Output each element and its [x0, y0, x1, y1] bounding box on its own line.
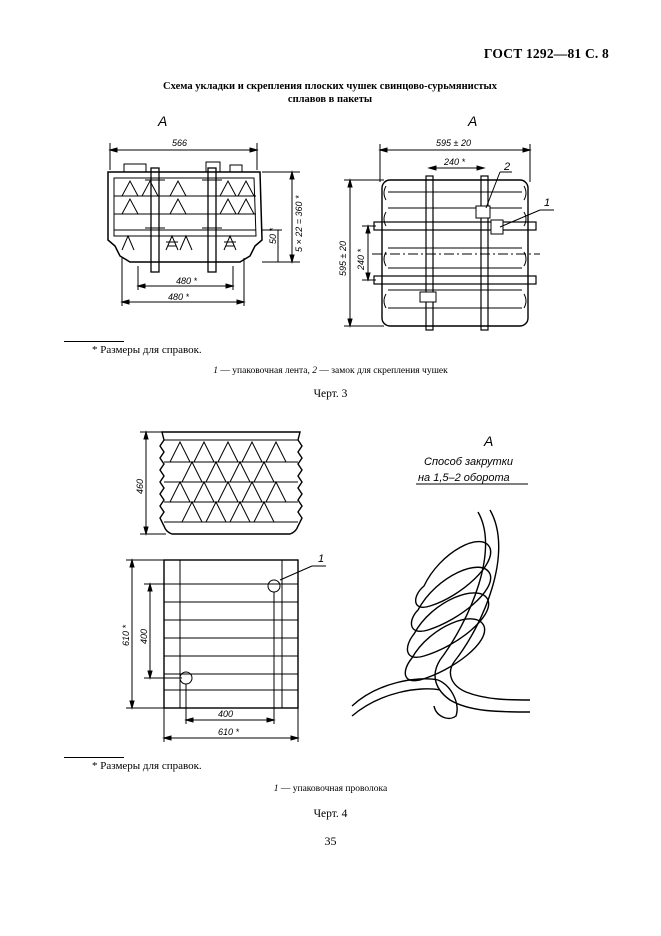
fig4-note-line-2: на 1,5–2 оборота — [418, 472, 510, 484]
title-line-1: Схема укладки и скрепления плоских чушек… — [163, 81, 497, 92]
fig3-footnote: * Размеры для справок. — [92, 344, 202, 356]
fig4-legend-text1: — упаковочная проволока — [278, 784, 388, 794]
fig3-dim-595h: 595 ± 20 — [338, 241, 348, 276]
title-line-2: сплавов в пакеты — [287, 94, 373, 105]
fig3-legend-text1: — упаковочная лента, — [218, 366, 313, 376]
fig4-dim-610w: 610 * — [218, 727, 240, 737]
fig4-dim-610h: 610 * — [121, 624, 131, 646]
fig4-callout-1: 1 — [318, 553, 324, 565]
page-title: Схема укладки и скрепления плоских чушек… — [120, 80, 540, 106]
fig3-left-view: А 566 50 * 5 × 22 = 360 — [107, 113, 304, 306]
fig3-dim-240w: 240 * — [443, 157, 466, 167]
fig4-view-letter: А — [483, 433, 493, 449]
fig3-left-view-letter: А — [157, 113, 167, 129]
fig4-legend: 1 — упаковочная проволока — [0, 784, 661, 794]
fig4-dim-460: 460 — [135, 479, 145, 494]
fig4-side-view: 460 — [135, 430, 303, 536]
fig3-legend: 1 — упаковочная лента, 2 — замок для скр… — [0, 366, 661, 376]
fig3-legend-num1: 1 — [213, 366, 219, 376]
fig3-callout-1: 1 — [544, 197, 550, 209]
fig3-dim-240h: 240 * — [356, 248, 366, 271]
fig4-footnote-rule — [64, 757, 124, 758]
fig3-callout-2: 2 — [503, 161, 510, 173]
fig4-legend-num1: 1 — [273, 784, 279, 794]
fig4-note-line-1: Способ закрутки — [424, 456, 513, 468]
fig4-dim-400w: 400 — [218, 709, 233, 719]
fig3-dim-5x22: 5 × 22 = 360 * — [294, 195, 304, 252]
fig3-legend-num2: 2 — [312, 366, 317, 376]
page-number: 35 — [324, 834, 337, 848]
fig3-right-view: А 595 ± 20 240 * 2 1 — [338, 113, 554, 331]
fig4-footnote: * Размеры для справок. — [92, 760, 202, 772]
fig3-dim-50: 50 * — [268, 227, 278, 244]
fig4-dim-400h: 400 — [139, 629, 149, 644]
fig3-dim-595w: 595 ± 20 — [436, 138, 471, 148]
fig4-caption: Черт. 4 — [313, 808, 348, 820]
standard-header: ГОСТ 1292—81 С. 8 — [483, 46, 609, 61]
fig3-right-view-letter: А — [467, 113, 477, 129]
fig3-legend-text2: — замок для скрепления чушек — [317, 366, 448, 376]
fig4-wire-twist-view: А Способ закрутки на 1,5–2 оборота — [351, 433, 531, 720]
fig4-plan-view: 1 610 * 400 400 610 * — [121, 553, 326, 742]
fig3-dim-566: 566 — [172, 138, 187, 148]
fig3-dim-480a: 480 * — [176, 276, 198, 286]
fig3-footnote-rule — [64, 341, 124, 342]
fig3-dim-480b: 480 * — [168, 292, 190, 302]
fig3-caption: Черт. 3 — [313, 388, 348, 400]
